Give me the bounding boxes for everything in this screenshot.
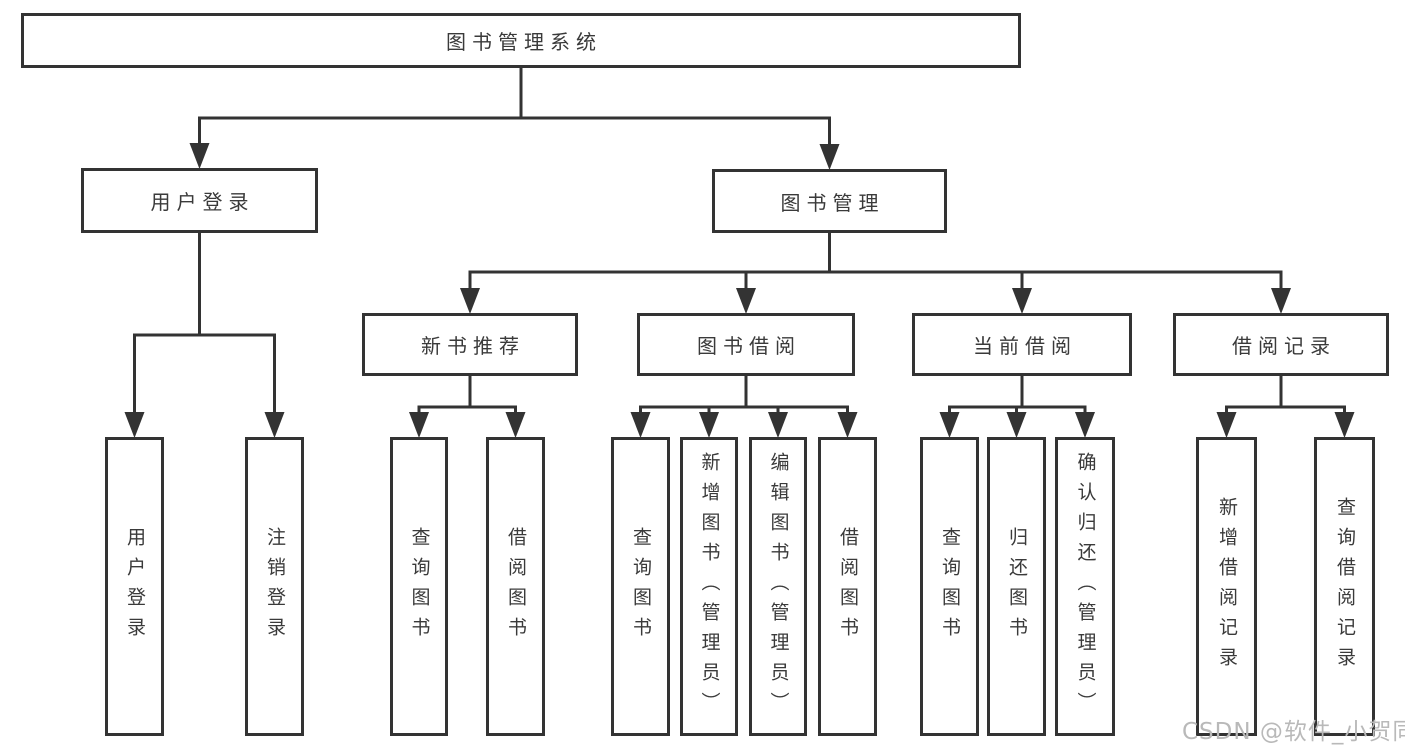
arrowhead-down-icon [837, 412, 858, 438]
node-label: 新增图书（管理员） [698, 451, 721, 722]
node-root: 图书管理系统 [21, 13, 1021, 68]
node-label: 查询图书 [939, 526, 961, 647]
arrowhead-down-icon [1271, 288, 1291, 314]
node-label: 用户登录 [124, 526, 146, 647]
arrowhead-down-icon [189, 143, 210, 169]
node-label: 确认归还（管理员） [1074, 451, 1097, 722]
node-bb-query: 查询图书 [611, 437, 670, 736]
node-login: 用户登录 [105, 437, 164, 736]
node-label: 查询图书 [630, 526, 652, 647]
node-label: 借阅图书 [837, 526, 859, 647]
arrowhead-down-icon [1006, 412, 1027, 438]
node-label: 查询借阅记录 [1334, 496, 1356, 677]
node-label: 图书管理系统 [446, 30, 602, 54]
node-label: 注销登录 [264, 526, 286, 647]
node-label: 当前借阅 [973, 334, 1077, 358]
node-cb-confirm: 确认归还（管理员） [1055, 437, 1115, 736]
node-user-login: 用户登录 [81, 168, 318, 233]
arrowhead-down-icon [630, 412, 651, 438]
node-new-book-rec: 新书推荐 [362, 313, 578, 376]
node-br-query: 查询借阅记录 [1314, 437, 1375, 736]
node-bb-add: 新增图书（管理员） [680, 437, 738, 736]
node-book-borrow: 图书借阅 [637, 313, 855, 376]
node-br-add: 新增借阅记录 [1196, 437, 1257, 736]
node-label: 新书推荐 [421, 334, 525, 358]
arrowhead-down-icon [460, 288, 480, 314]
arrowhead-down-icon [505, 412, 526, 438]
node-bb-edit: 编辑图书（管理员） [749, 437, 807, 736]
arrowhead-down-icon [768, 412, 788, 438]
node-logout: 注销登录 [245, 437, 304, 736]
node-label: 借阅图书 [505, 526, 527, 647]
node-label: 图书管理 [780, 190, 885, 215]
node-label: 用户登录 [150, 190, 255, 214]
node-rec-borrow: 借阅图书 [486, 437, 545, 736]
watermark: CSDN @软件_小贺同学 [1182, 719, 1405, 745]
arrowhead-down-icon [939, 412, 960, 438]
arrowhead-down-icon [124, 412, 145, 438]
node-cb-return: 归还图书 [987, 437, 1046, 736]
arrowhead-down-icon [1075, 412, 1095, 438]
arrowhead-down-icon [699, 412, 719, 438]
node-bb-borrow: 借阅图书 [818, 437, 877, 736]
arrowhead-down-icon [1012, 288, 1032, 314]
node-rec-query: 查询图书 [390, 437, 448, 736]
node-label: 图书借阅 [697, 334, 801, 358]
arrowhead-down-icon [819, 144, 840, 170]
arrowhead-down-icon [264, 412, 285, 438]
arrowhead-down-icon [1334, 412, 1355, 438]
node-label: 新增借阅记录 [1216, 496, 1238, 677]
node-label: 查询图书 [408, 526, 431, 647]
node-current-borrow: 当前借阅 [912, 313, 1132, 376]
node-label: 借阅记录 [1232, 334, 1336, 358]
arrowhead-down-icon [736, 288, 756, 314]
node-book-mgmt: 图书管理 [712, 169, 947, 233]
node-label: 归还图书 [1006, 526, 1028, 647]
arrowhead-down-icon [1216, 412, 1237, 438]
arrowhead-down-icon [409, 412, 429, 438]
node-cb-query: 查询图书 [920, 437, 979, 736]
node-label: 编辑图书（管理员） [767, 451, 790, 722]
node-borrow-records: 借阅记录 [1173, 313, 1389, 376]
